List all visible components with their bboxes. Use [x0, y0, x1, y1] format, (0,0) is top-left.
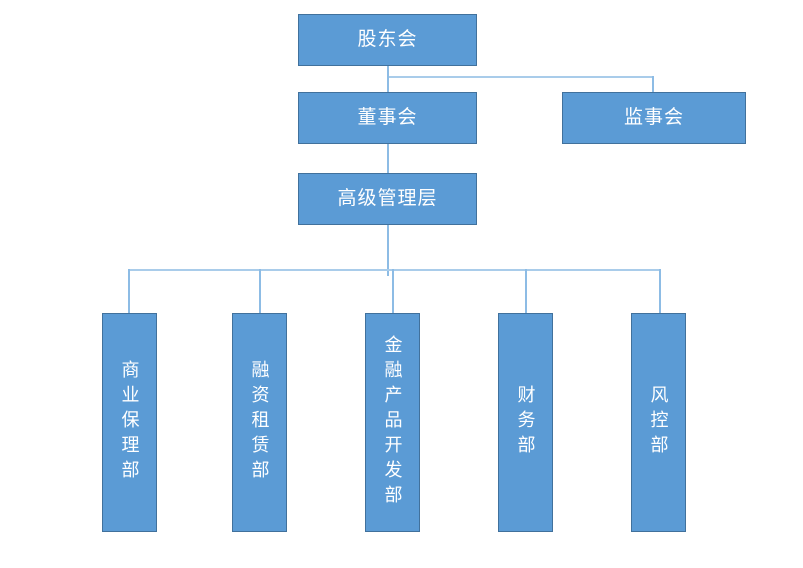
connector-to-dept-leasing [259, 269, 261, 313]
connector-to-dept-finance [525, 269, 527, 313]
node-dept-financial-leasing-label: 融资租赁部 [249, 360, 270, 485]
node-dept-finance[interactable]: 财务部 [498, 313, 553, 532]
node-dept-financial-leasing[interactable]: 融资租赁部 [232, 313, 287, 532]
node-board-of-directors-label: 董事会 [357, 107, 418, 129]
node-dept-commercial-factoring[interactable]: 商业保理部 [102, 313, 157, 532]
node-shareholders-meeting-label: 股东会 [357, 29, 418, 51]
connector-directors-to-management [387, 143, 389, 173]
node-board-of-directors[interactable]: 董事会 [298, 92, 477, 144]
connector-level1-bus [387, 76, 654, 78]
node-dept-risk-control[interactable]: 风控部 [631, 313, 686, 532]
node-dept-financial-product-development[interactable]: 金融产品开发部 [365, 313, 420, 532]
node-senior-management-label: 高级管理层 [337, 188, 438, 210]
connector-management-stem [387, 224, 389, 276]
connector-to-board-directors [387, 76, 389, 92]
connector-to-board-supervisors [652, 76, 654, 92]
node-senior-management[interactable]: 高级管理层 [298, 173, 477, 225]
node-dept-financial-product-development-label: 金融产品开发部 [382, 335, 403, 510]
node-board-of-supervisors-label: 监事会 [623, 107, 684, 129]
node-dept-risk-control-label: 风控部 [648, 385, 669, 460]
connector-shareholders-stem [387, 65, 389, 77]
node-shareholders-meeting[interactable]: 股东会 [298, 14, 477, 66]
node-board-of-supervisors[interactable]: 监事会 [562, 92, 746, 144]
connector-to-dept-risk [659, 269, 661, 313]
connector-to-dept-factoring [128, 269, 130, 313]
connector-to-dept-product [392, 269, 394, 313]
node-dept-commercial-factoring-label: 商业保理部 [119, 360, 140, 485]
connector-departments-bus [128, 269, 661, 271]
node-dept-finance-label: 财务部 [515, 385, 536, 460]
